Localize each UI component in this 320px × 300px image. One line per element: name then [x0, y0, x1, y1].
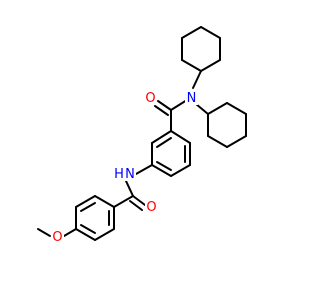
bond [75, 228, 96, 241]
bond-n-cyclohexyl-right [195, 103, 209, 115]
carbonyl-double-bond [129, 200, 143, 211]
bond-n-carbonyl [170, 99, 188, 111]
aromatic-inner-bond [156, 161, 172, 171]
bond [226, 135, 247, 148]
bond [151, 164, 172, 177]
bond [200, 26, 221, 39]
bond-nh-carbonyl [125, 180, 134, 197]
bond [207, 135, 228, 148]
aromatic-inner-bond [80, 202, 96, 212]
atom-label-o: O [52, 230, 62, 245]
carbonyl-double-bond [157, 100, 172, 111]
atom-n-amide-1: N [185, 89, 198, 106]
atom-label-h: H [114, 167, 124, 182]
carbonyl-double-bond [132, 195, 146, 206]
bond-n-cyclohexyl-top [192, 70, 202, 89]
bond-ring-nh [135, 164, 153, 175]
structure-canvas: O N H N O O [37, 26, 247, 245]
atom-label-n: N [125, 167, 135, 182]
atom-o-amide-1: O [144, 89, 157, 106]
atom-label-n: N [187, 91, 197, 106]
bond [181, 59, 202, 72]
aromatic-inner-bond [156, 137, 172, 148]
bond [170, 130, 191, 144]
central-benzene-ring [151, 130, 191, 177]
methoxyphenyl-ring [75, 195, 115, 241]
bond [94, 195, 115, 208]
bond [94, 228, 115, 241]
bond-ring-oxygen [63, 228, 77, 237]
molecule-drawing: O N H N O O [37, 26, 247, 245]
atom-o-methoxy: O [51, 228, 64, 245]
bond-oxygen-methyl [37, 228, 51, 237]
atom-nh-amide-2: H N [114, 165, 136, 182]
atom-o-amide-2: O [145, 198, 158, 215]
bond [75, 195, 96, 208]
aromatic-inner-bond [80, 224, 96, 234]
bond [151, 130, 172, 144]
bond-carbonyl-ring [113, 195, 134, 208]
bond [226, 102, 247, 115]
atom-label-o: O [146, 200, 156, 215]
bond [170, 164, 191, 177]
carbonyl-double-bond [154, 105, 169, 116]
cyclohexyl-ring-right [207, 102, 247, 148]
cyclohexyl-ring-top [181, 26, 221, 72]
atom-label-o: O [145, 91, 155, 106]
bond [207, 102, 228, 115]
bond [181, 26, 202, 39]
bond [200, 59, 221, 72]
